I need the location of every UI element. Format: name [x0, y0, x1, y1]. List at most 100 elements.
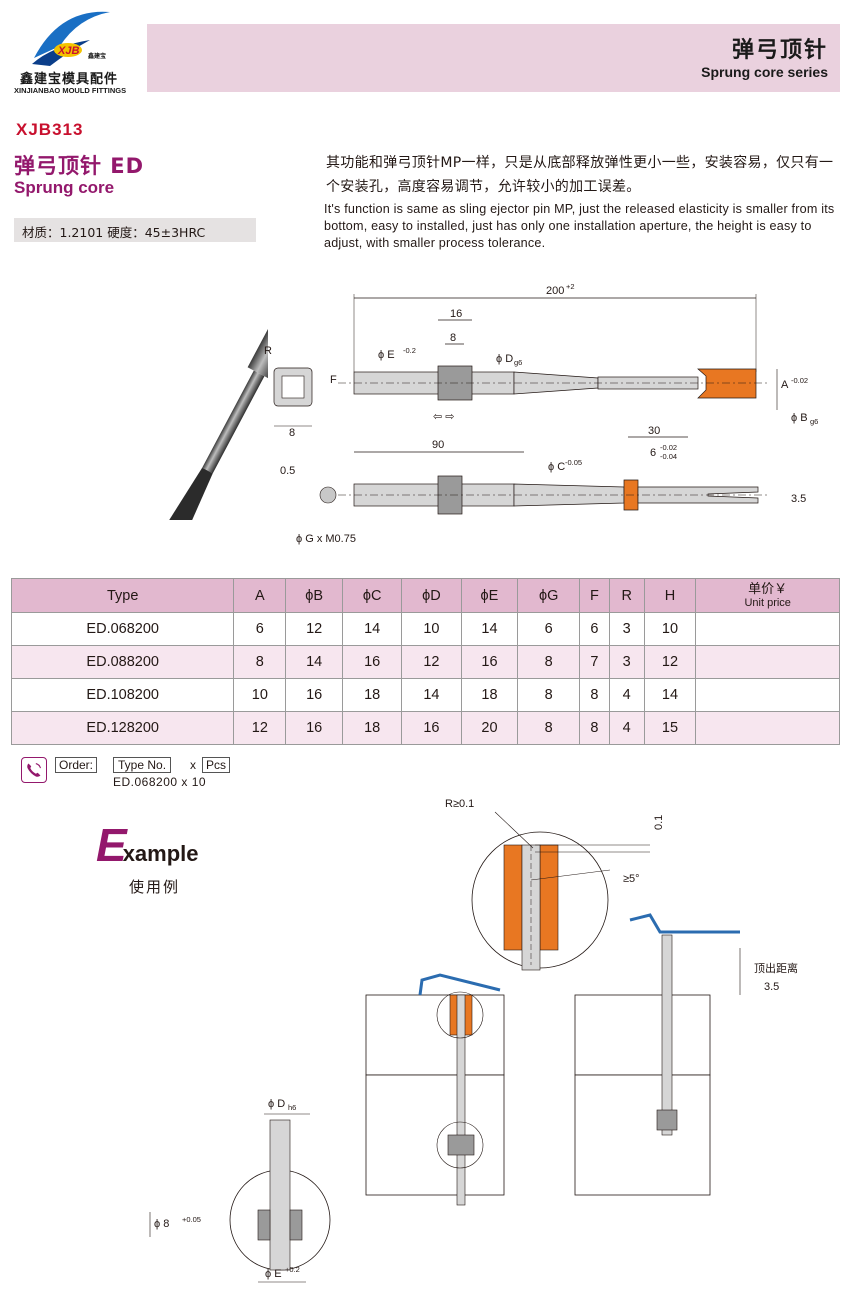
logo-mark-text: XJB [57, 45, 79, 57]
order-pcs-label: Pcs [202, 757, 231, 773]
cell: 20 [460, 711, 519, 745]
cell: 8 [517, 678, 581, 712]
cross-section-round [319, 486, 337, 504]
brand-logo: XJB 鑫建宝 鑫建宝模具配件 XINJIANBAO MOULD FITTING… [8, 6, 138, 96]
cell: 14 [285, 645, 344, 679]
dim-length-tol: +2 [566, 282, 575, 291]
col-header: A [233, 578, 287, 613]
technical-drawing: 200 +2 16 8 ϕ E -0.2 ϕ D g6 A -0.02 ϕ B … [264, 282, 818, 545]
cell: 10 [643, 612, 697, 646]
logo-sub-text: 鑫建宝 [87, 52, 106, 60]
price-header-cn: 单价￥ [748, 581, 788, 597]
cell: 3 [608, 645, 645, 679]
label-phiB-tol: g6 [810, 417, 818, 426]
usage-drawing: R≥0.1 0.1 ≥5° 顶出距离 3.5 ϕ D h6 ϕ 8 +0.05 … [149, 798, 798, 1283]
label-phi8-usage-tol: +0.05 [182, 1215, 201, 1224]
cell: 8 [517, 645, 581, 679]
product-title-cn: 弹弓顶针 ED [14, 154, 145, 178]
mould-plate-right-top [574, 994, 711, 1076]
pin-head-top [697, 368, 757, 399]
cell-type: ED.068200 [10, 612, 235, 646]
price-header-en: Unit price [744, 596, 791, 609]
cell: 8 [233, 645, 287, 679]
product-photo [165, 314, 268, 520]
label-phiD: ϕ D [496, 353, 513, 365]
label-phiE: ϕ E [378, 349, 395, 361]
cell: 16 [460, 645, 519, 679]
cell: 12 [285, 612, 344, 646]
cell: 7 [579, 645, 610, 679]
spec-table: Type A ϕB ϕC ϕD ϕE ϕG F R H 单价￥ Unit pri… [10, 578, 840, 745]
col-header: ϕE [460, 578, 519, 613]
example-title-cn: 使用例 [129, 878, 181, 896]
cell: 6 [579, 612, 610, 646]
dim-16: 16 [450, 308, 462, 320]
header-band: 弹弓顶针 Sprung core series [147, 24, 840, 92]
label-angle: ≥5° [623, 873, 640, 885]
mould-plate-left-top [365, 994, 505, 1076]
label-A-tol: -0.02 [791, 376, 808, 385]
cell: 16 [285, 678, 344, 712]
description-en: It's function is same as sling ejector p… [324, 202, 835, 250]
cell-price [695, 612, 840, 646]
cell: 4 [608, 711, 645, 745]
dim-0-1: 0.1 [653, 815, 665, 830]
example-title-rest: xample [122, 841, 199, 866]
cell: 12 [233, 711, 287, 745]
cell: 6 [233, 612, 287, 646]
col-header: R [608, 578, 645, 613]
label-r-min: R≥0.1 [445, 798, 474, 810]
table-header-row: Type A ϕB ϕC ϕD ϕE ϕG F R H 单价￥ Unit pri… [10, 578, 840, 613]
cell: 18 [342, 711, 403, 745]
header-title-en: Sprung core series [701, 64, 828, 80]
cell: 14 [460, 612, 519, 646]
dim-8: 8 [450, 332, 456, 344]
col-header: ϕC [342, 578, 403, 613]
part-profile-left [418, 973, 501, 996]
phone-order-icon [21, 757, 47, 783]
label-phi8-usage: ϕ 8 [154, 1218, 169, 1230]
dim-6: 6 [650, 447, 656, 459]
label-eject-val: 3.5 [764, 981, 779, 993]
dim-30: 30 [648, 425, 660, 437]
cell: 15 [643, 711, 697, 745]
cell: 12 [643, 645, 697, 679]
cell-type: ED.088200 [10, 645, 235, 679]
order-label: Order: [55, 757, 98, 773]
material-spec: 材质：1.2101 硬度：45±3HRC [14, 218, 256, 242]
col-header: F [579, 578, 610, 613]
label-A: A [781, 379, 789, 391]
cell-price [695, 645, 840, 679]
cell: 14 [342, 612, 403, 646]
cell: 14 [401, 678, 462, 712]
label-phiD-usage-tol: h6 [288, 1103, 296, 1112]
example-title-initial: E [96, 819, 127, 871]
description-cn: 其功能和弹弓顶针MP一样，只是从底部释放弹性更小一些，安装容易，仅只有一个安装孔… [326, 155, 834, 195]
xjb-logo-icon: XJB 鑫建宝 [32, 11, 110, 66]
label-phiE-usage: ϕ E [265, 1268, 282, 1280]
cell: 8 [579, 711, 610, 745]
cell-price [695, 678, 840, 712]
cell: 6 [517, 612, 581, 646]
col-header-price: 单价￥ Unit price [695, 578, 840, 613]
cell: 8 [517, 711, 581, 745]
dim-0-5: 0.5 [280, 465, 295, 477]
label-phiE-tol: -0.2 [403, 346, 416, 355]
dim-3-5: 3.5 [791, 493, 806, 505]
label-thread: ϕ G x M0.75 [296, 533, 356, 545]
order-type-label: Type No. [113, 757, 172, 773]
brand-name-en: XINJIANBAO MOULD FITTINGS [14, 86, 127, 95]
col-header: ϕB [285, 578, 344, 613]
move-arrows: ⇦ ⇨ [433, 411, 455, 423]
product-title-en: Sprung core [14, 178, 115, 197]
label-sq8: 8 [289, 427, 295, 439]
col-header: Type [10, 578, 235, 613]
label-phiE-usage-tol: +0.2 [285, 1265, 300, 1274]
table-row: ED.128200 12 16 18 16 20 8 8 4 15 [10, 711, 840, 745]
label-phiB: ϕ B [791, 412, 808, 424]
cell: 14 [643, 678, 697, 712]
cell: 18 [460, 678, 519, 712]
header-title-cn: 弹弓顶针 [731, 38, 828, 63]
label-phiC-tol: -0.05 [565, 458, 582, 467]
label-F: F [330, 374, 337, 386]
